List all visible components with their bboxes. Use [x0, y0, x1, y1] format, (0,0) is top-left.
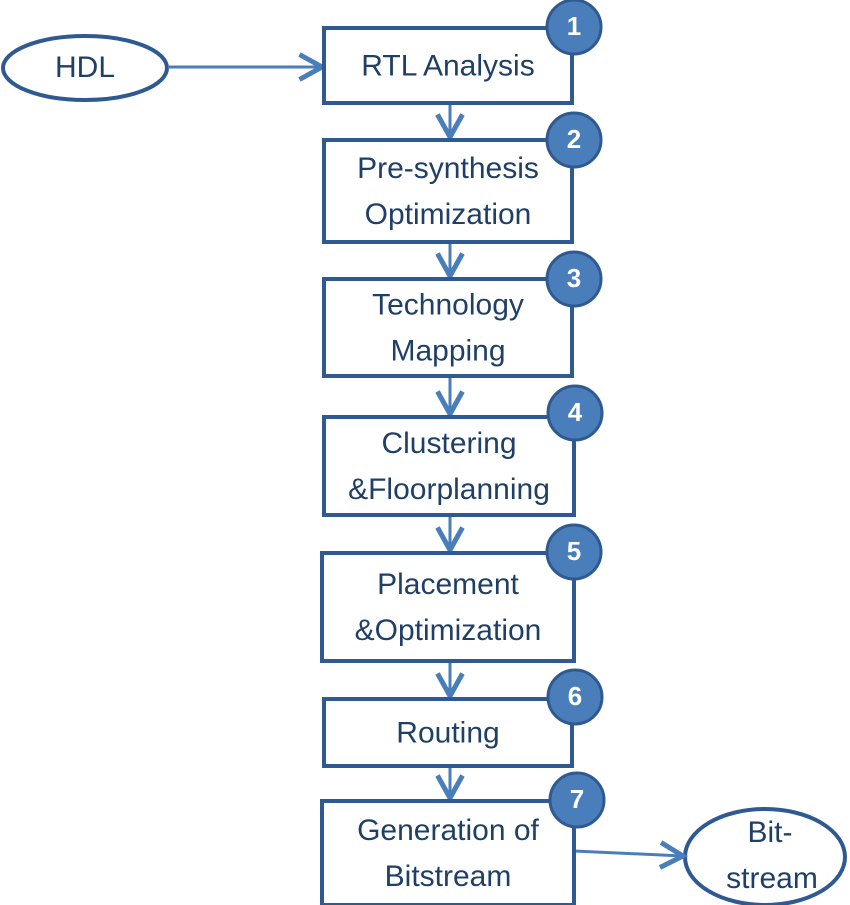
step-box	[320, 551, 576, 663]
step-number-badge	[548, 771, 606, 829]
step-label-line: Technology	[372, 288, 524, 321]
step-number: 5	[567, 536, 581, 566]
step-box	[322, 26, 574, 105]
input-node-label: HDL	[55, 51, 115, 84]
edge-step-7-to-bitstream	[573, 851, 683, 856]
step-number: 4	[568, 397, 583, 427]
step-label-line: Placement	[377, 568, 519, 601]
step-box	[322, 697, 574, 768]
step-label-line: Pre-synthesis	[357, 152, 539, 185]
step-label-line: &Optimization	[355, 614, 542, 647]
step-number: 1	[567, 11, 581, 41]
step-number-badge	[545, 250, 603, 308]
step-node-5: Placement&Optimization 5	[320, 523, 603, 663]
step-number-badge	[545, 523, 603, 581]
step-number-badge	[545, 0, 603, 56]
step-number: 6	[568, 681, 582, 711]
step-label-line: RTL Analysis	[361, 49, 534, 82]
step-label-line: Mapping	[390, 334, 505, 367]
step-box	[322, 138, 574, 244]
step-box	[322, 415, 576, 517]
step-node-4: Clustering&Floorplanning 4	[322, 384, 604, 517]
step-number-badge	[545, 111, 603, 169]
output-node-label-line-2: stream	[726, 862, 818, 895]
input-node-hdl	[1, 34, 169, 102]
output-node-label-line-1: Bit-	[748, 816, 793, 849]
step-box	[320, 799, 576, 905]
step-number-badge	[546, 668, 604, 726]
step-number: 7	[570, 784, 584, 814]
step-label-line: Bitstream	[385, 860, 512, 893]
step-node-7: Generation of Bitstream 7	[320, 771, 606, 905]
step-label-line: &Floorplanning	[348, 473, 550, 506]
step-label-line: Clustering	[381, 427, 516, 460]
step-box	[322, 277, 574, 378]
step-label-line: Routing	[396, 716, 499, 749]
step-label-line: Optimization	[365, 198, 532, 231]
step-number: 3	[567, 263, 581, 293]
step-number-badge	[546, 384, 604, 442]
step-number: 2	[567, 124, 581, 154]
step-node-6: Routing 6	[322, 668, 604, 768]
step-node-1: RTL Analysis 1	[322, 0, 603, 105]
step-label-line: Generation of	[357, 814, 539, 847]
